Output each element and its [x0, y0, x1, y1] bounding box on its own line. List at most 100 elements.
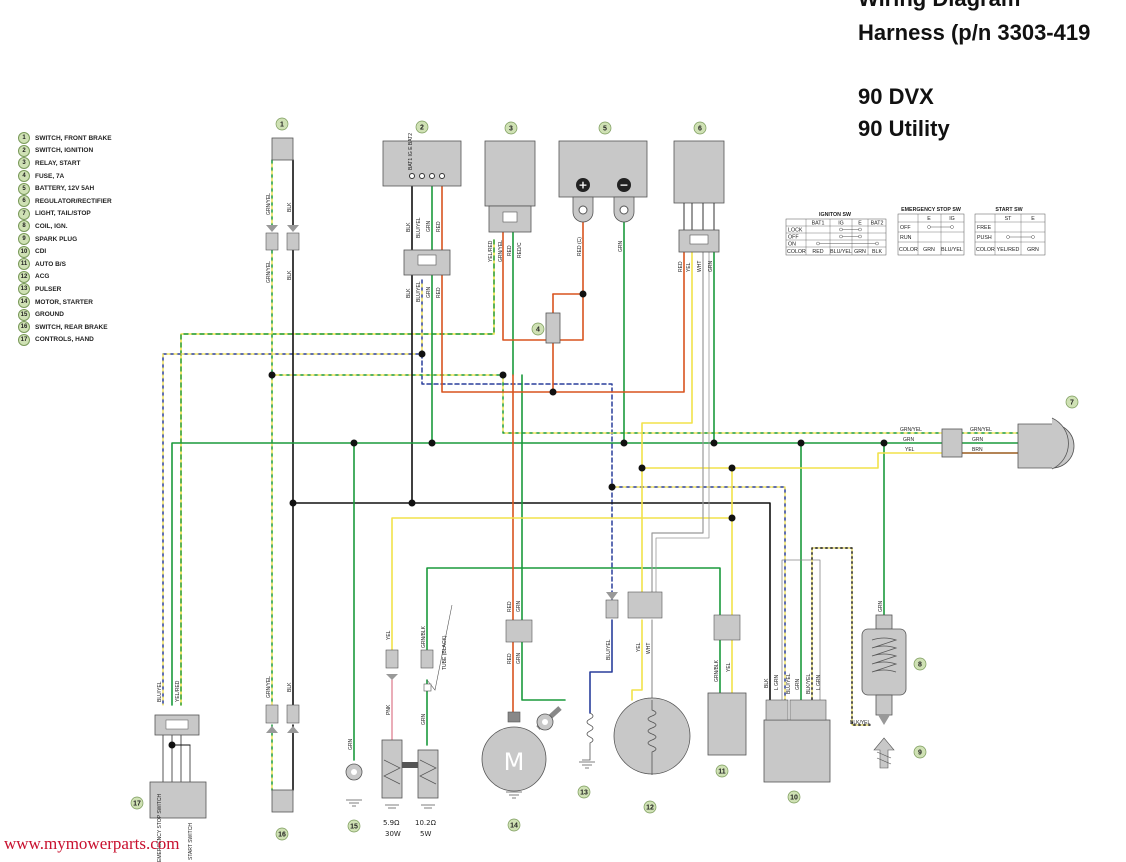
- svg-text:ON: ON: [788, 242, 796, 248]
- svg-text:5: 5: [603, 126, 607, 133]
- legend-item: 7 LIGHT, TAIL/STOP: [18, 207, 112, 221]
- svg-text:COLOR: COLOR: [787, 249, 806, 255]
- svg-text:COLOR: COLOR: [976, 247, 995, 253]
- svg-text:1: 1: [280, 122, 284, 129]
- wire-grn-yel-cross: [271, 374, 943, 434]
- svg-text:BLU/YEL: BLU/YEL: [941, 247, 963, 253]
- label-c3-d: RED/C: [517, 242, 523, 258]
- legend-text: PULSER: [35, 285, 62, 293]
- svg-text:6: 6: [698, 126, 702, 133]
- label-c10-e: BLK/YEL: [806, 673, 812, 694]
- label-c6-b: YEL: [686, 262, 692, 272]
- label-c2-h: RED: [436, 287, 442, 298]
- label-c2-e: BLK: [406, 288, 412, 298]
- legend-number: 2: [18, 144, 30, 157]
- wire-blu-yel-right: [421, 353, 613, 601]
- wire-red-battery: [552, 214, 584, 393]
- label-c2-g: GRN: [426, 287, 432, 299]
- diagram-title: Wiring Diagram: [858, 0, 1020, 12]
- label-c7-c: YEL: [905, 447, 915, 453]
- label-c10-c: BLU/YEL: [786, 673, 792, 694]
- legend-number: 5: [18, 182, 30, 195]
- label-c10-b: L GRN: [774, 675, 780, 690]
- ignition-coil: [861, 614, 907, 725]
- label-r-pnk: PNK: [386, 704, 392, 715]
- wire-grn-to-14: [512, 231, 566, 701]
- front-brake-switch: [271, 137, 294, 161]
- legend-number: 7: [18, 207, 30, 220]
- legend-text: ACG: [35, 273, 50, 281]
- label-c7-b: GRN: [903, 437, 915, 443]
- legend-number: 10: [18, 245, 30, 258]
- start-switch-table: START SW ST E FREE PUSH COLOR YEL/RED GR…: [974, 207, 1046, 256]
- auto-bs: [707, 692, 747, 756]
- svg-text:2: 2: [420, 125, 424, 132]
- svg-text:BLU/YEL: BLU/YEL: [830, 249, 852, 255]
- legend-number: 8: [18, 220, 30, 233]
- resistor-1-power: 30W: [385, 830, 401, 838]
- svg-text:EMERGENCY STOP SW: EMERGENCY STOP SW: [901, 207, 961, 213]
- svg-text:ST: ST: [1005, 216, 1013, 222]
- start-relay: [484, 140, 536, 207]
- label-c5-b: GRN: [618, 241, 624, 253]
- svg-text:OFF: OFF: [900, 225, 911, 231]
- svg-text:E: E: [927, 216, 931, 222]
- label-c16-a: GRN/YEL: [266, 676, 272, 698]
- wire-yel-red-top: [180, 239, 495, 706]
- footer-url[interactable]: www.mymowerparts.com: [4, 834, 180, 853]
- svg-text:FREE: FREE: [977, 225, 992, 231]
- label-c11-a: GRN/BLK: [714, 659, 720, 682]
- ignition-switch-table: IGNITON SW BAT1 IG E BAT2 LOCK OFF ON CO…: [785, 212, 887, 256]
- svg-text:15: 15: [350, 824, 358, 831]
- svg-text:LOCK: LOCK: [788, 228, 803, 234]
- label-c7-e: GRN: [972, 437, 984, 443]
- label-c14-b: GRN: [516, 601, 522, 613]
- label-c7-a: GRN/YEL: [900, 427, 922, 433]
- wire-yel-red-top-dash: [180, 239, 495, 706]
- svg-text:IG: IG: [838, 221, 844, 227]
- label-c17-bot-b: START SWITCH: [188, 823, 194, 860]
- spark-plug: [873, 737, 895, 769]
- label-c2-c: GRN: [426, 221, 432, 233]
- legend-item: 13 PULSER: [18, 283, 112, 296]
- wire-blu-pulser: [589, 619, 613, 714]
- label-c13: BLU/YEL: [606, 639, 612, 660]
- legend-number: 3: [18, 157, 30, 170]
- label-c17-b: YEL/RED: [175, 680, 181, 702]
- svg-text:BAT1: BAT1: [812, 221, 825, 227]
- svg-text:BAT2: BAT2: [871, 221, 884, 227]
- svg-text:OFF: OFF: [788, 235, 799, 241]
- label-c6-a: RED: [678, 261, 684, 272]
- legend-number: 4: [18, 170, 30, 183]
- cdi: [763, 719, 831, 783]
- svg-text:COLOR: COLOR: [899, 247, 918, 253]
- svg-text:14: 14: [510, 823, 518, 830]
- rear-brake-switch: [271, 789, 294, 813]
- label-c10-f: L GRN: [816, 675, 822, 690]
- label-c5-a: RED (C): [577, 237, 583, 256]
- ignition-switch: [382, 140, 462, 187]
- svg-text:IGNITON SW: IGNITON SW: [819, 212, 851, 218]
- label-c11-b: YEL: [726, 662, 732, 672]
- legend-text: AUTO B/S: [35, 260, 66, 268]
- regulator-rectifier: [673, 140, 725, 204]
- legend-text: LIGHT, TAIL/STOP: [35, 210, 91, 218]
- legend-number: 13: [18, 283, 30, 296]
- label-c7-d: GRN/YEL: [970, 427, 992, 433]
- legend-text: BATTERY, 12V 5AH: [35, 185, 95, 193]
- legend-number: 1: [18, 132, 30, 145]
- svg-text:IG: IG: [949, 216, 955, 222]
- hand-controls: [149, 781, 207, 819]
- wire-blk-horizontal: [292, 502, 771, 701]
- label-c6-d: GRN: [708, 261, 714, 273]
